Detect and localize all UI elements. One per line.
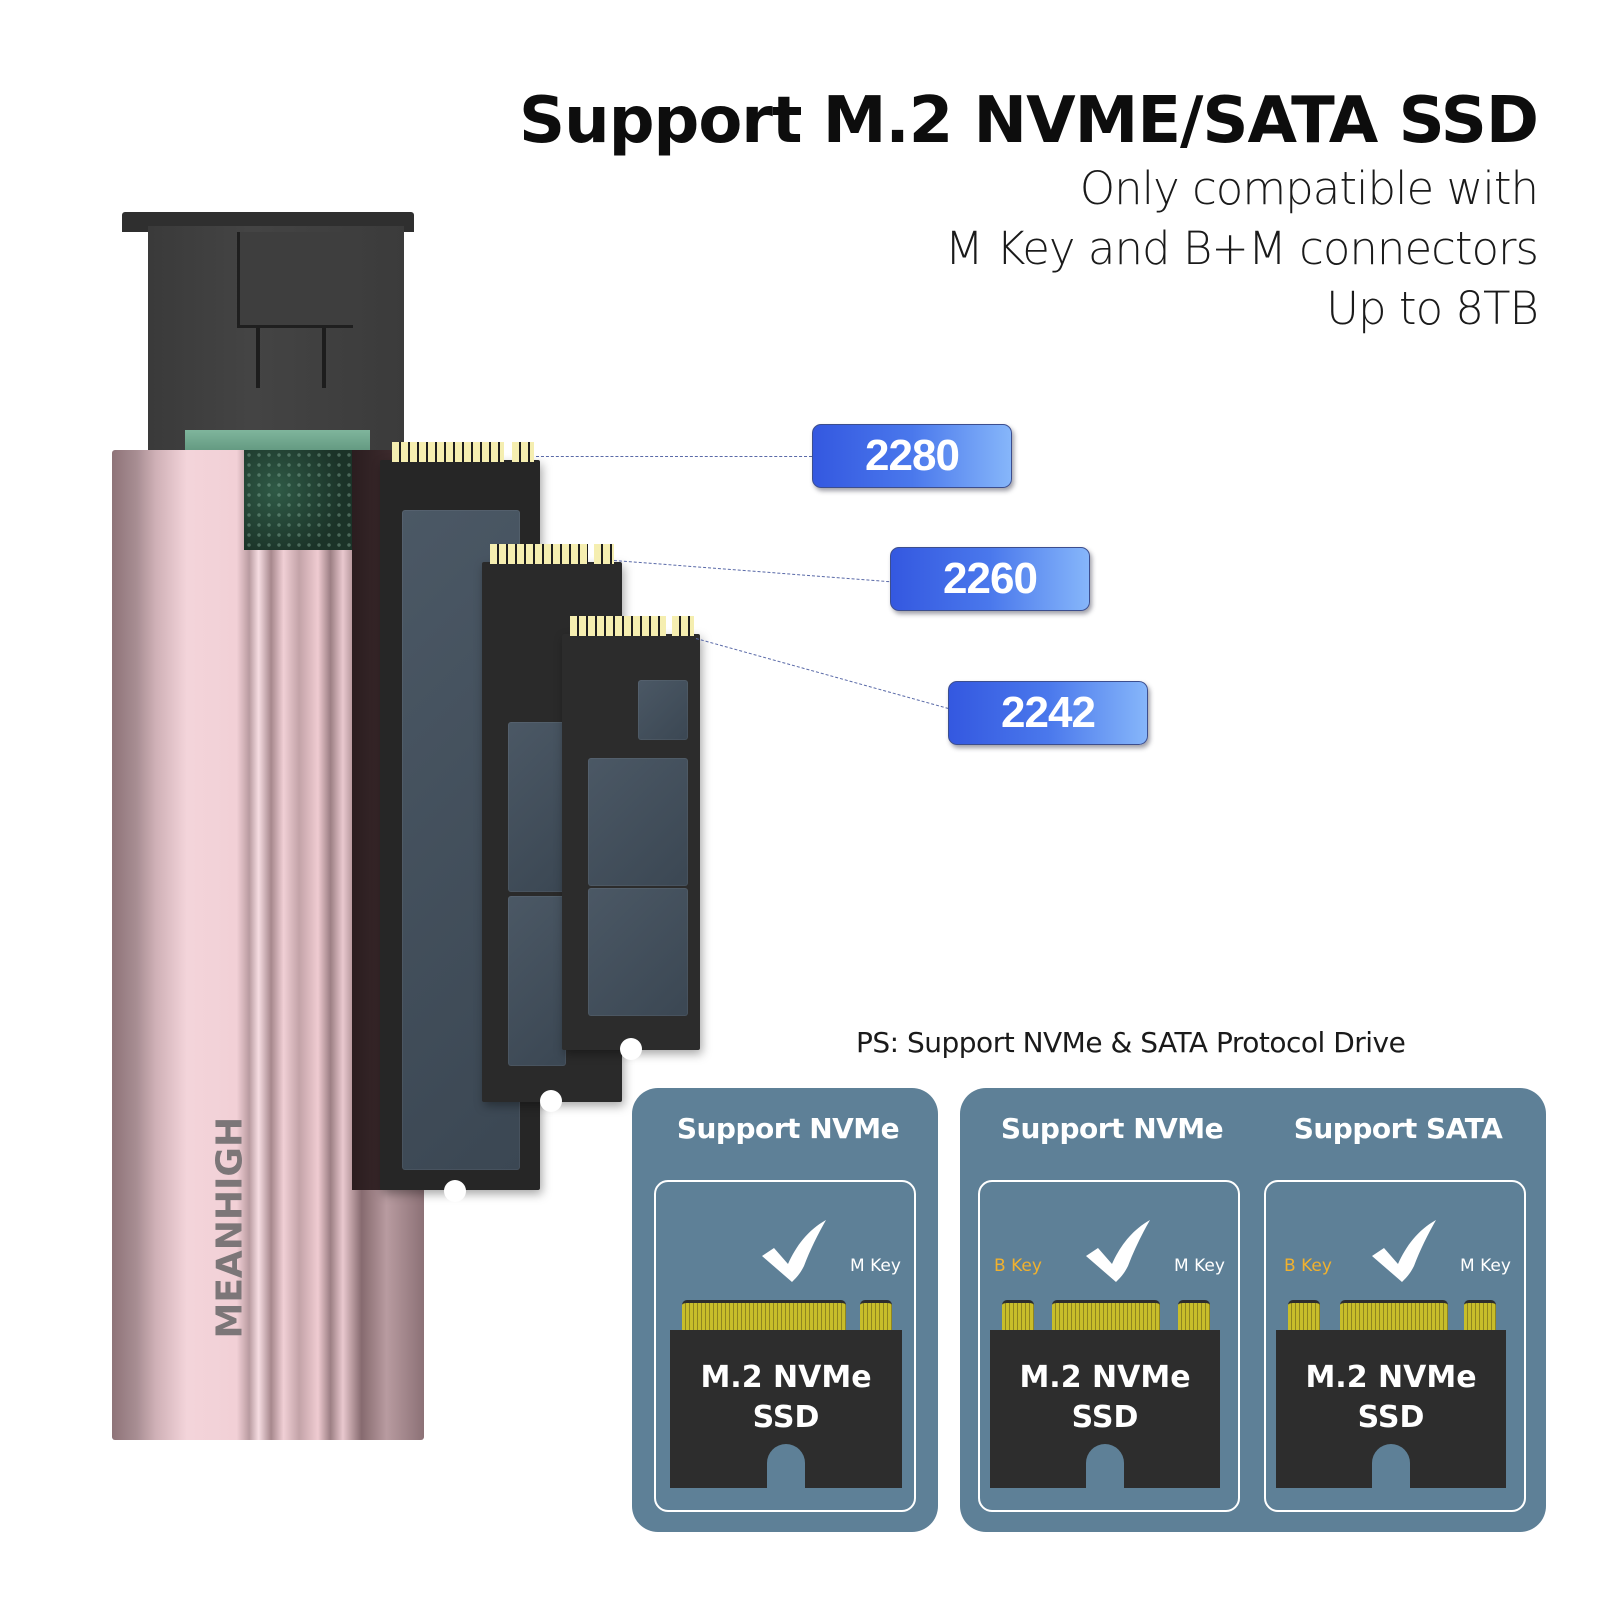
cap-latch xyxy=(256,328,260,388)
ssd-contacts xyxy=(672,616,694,636)
capacity-line: Up to 8TB xyxy=(1326,282,1539,335)
m2-board-diagram: M.2 NVMe SSD xyxy=(1276,1330,1506,1488)
b-key-label: B Key xyxy=(994,1256,1042,1276)
connector-contacts xyxy=(1464,1300,1496,1330)
leader-line-2280 xyxy=(536,456,812,457)
panel-title-sata: Support SATA xyxy=(1293,1112,1503,1145)
connector-contacts xyxy=(682,1300,846,1330)
board-label-line2: SSD xyxy=(752,1400,820,1435)
protocol-note: PS: Support NVMe & SATA Protocol Drive xyxy=(856,1026,1406,1059)
cap-latch xyxy=(322,328,326,388)
board-label-line2: SSD xyxy=(1071,1400,1139,1435)
connector-contacts xyxy=(1340,1300,1448,1330)
ssd-contacts xyxy=(392,442,504,462)
m2-board-diagram: M.2 NVMe SSD xyxy=(990,1330,1220,1488)
cap-slot xyxy=(237,232,353,328)
checkmark-icon xyxy=(1372,1220,1436,1282)
size-badge-2242: 2242 xyxy=(948,681,1148,745)
enclosure-illustration: MEANHIGH xyxy=(0,0,949,1450)
leader-line-2242 xyxy=(695,638,949,709)
panel-title-nvme-bm: Support NVMe xyxy=(1000,1112,1224,1145)
key-card-bm-nvme: B Key M Key M.2 NVMe SSD xyxy=(978,1180,1240,1512)
size-badge-2280: 2280 xyxy=(812,424,1012,488)
board-label-line2: SSD xyxy=(1357,1400,1425,1435)
ssd-contacts xyxy=(570,616,666,636)
ssd-chip xyxy=(508,722,566,892)
ssd-chip xyxy=(508,896,566,1066)
board-label-line1: M.2 NVMe xyxy=(1305,1360,1477,1395)
board-label-line1: M.2 NVMe xyxy=(700,1360,872,1395)
m2-board-diagram: M.2 NVMe SSD xyxy=(670,1330,902,1488)
panel-title-nvme: Support NVMe xyxy=(676,1112,900,1145)
board-notch xyxy=(767,1444,805,1488)
page-title: Support M.2 NVME/SATA SSD xyxy=(519,84,1539,158)
ssd-contacts xyxy=(512,442,534,462)
compat-line-1: Only compatible with xyxy=(1079,162,1539,215)
ssd-screw-notch xyxy=(620,1038,642,1060)
ssd-screw-notch xyxy=(540,1090,562,1112)
checkmark-icon xyxy=(1086,1220,1150,1282)
b-key-label: B Key xyxy=(1284,1256,1332,1276)
ssd-chip xyxy=(588,888,688,1016)
key-card-m: M Key M.2 NVMe SSD xyxy=(654,1180,916,1512)
board-notch xyxy=(1372,1444,1410,1488)
connector-contacts xyxy=(1288,1300,1320,1330)
leader-line-2260 xyxy=(613,560,890,583)
m-key-label: M Key xyxy=(1174,1256,1225,1276)
key-card-bm-sata: B Key M Key M.2 NVMe SSD xyxy=(1264,1180,1526,1512)
compat-line-2: M Key and B+M connectors xyxy=(944,222,1539,275)
m-key-label: M Key xyxy=(1460,1256,1511,1276)
ssd-2242 xyxy=(562,616,700,1060)
ssd-screw-notch xyxy=(444,1180,466,1202)
checkmark-icon xyxy=(762,1220,826,1282)
board-notch xyxy=(1086,1444,1124,1488)
pcb-window xyxy=(244,450,352,550)
connector-contacts xyxy=(1052,1300,1160,1330)
m-key-label: M Key xyxy=(850,1256,901,1276)
size-badge-2260: 2260 xyxy=(890,547,1090,611)
connector-contacts xyxy=(860,1300,892,1330)
brand-logo: MEANHIGH xyxy=(209,1116,251,1339)
connector-contacts xyxy=(1178,1300,1210,1330)
board-label-line1: M.2 NVMe xyxy=(1019,1360,1191,1395)
ssd-chip xyxy=(638,680,688,740)
ssd-contacts xyxy=(594,544,614,564)
ssd-contacts xyxy=(490,544,588,564)
ssd-chip xyxy=(588,758,688,886)
connector-contacts xyxy=(1002,1300,1034,1330)
